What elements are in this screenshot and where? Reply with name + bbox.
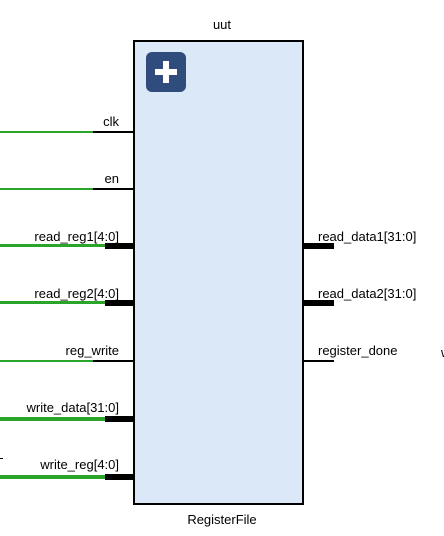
output-port-label: read_data1[31:0]: [318, 229, 417, 244]
input-wire-reg-write: [0, 360, 93, 362]
input-wire-write-reg: [0, 475, 105, 479]
input-pin-reg-write[interactable]: [93, 360, 133, 362]
instance-name: uut: [212, 17, 232, 32]
input-port-label: write_data[31:0]: [26, 400, 119, 415]
input-wire-read-reg1: [0, 244, 105, 247]
input-port-label: clk: [103, 114, 119, 129]
input-pin-write-reg[interactable]: [105, 474, 133, 480]
wire-fragment: [0, 458, 3, 459]
input-port-label: read_reg1[4:0]: [34, 229, 119, 244]
input-port-label: read_reg2[4:0]: [34, 286, 119, 301]
input-pin-en[interactable]: [93, 188, 133, 190]
input-wire-write-data: [0, 417, 105, 421]
edge-fragment-label: w: [441, 345, 444, 360]
input-pin-read-reg2[interactable]: [105, 300, 133, 306]
input-pin-write-data[interactable]: [105, 416, 133, 422]
module-block[interactable]: [133, 40, 304, 505]
input-pin-clk[interactable]: [93, 131, 133, 133]
input-port-label: reg_write: [65, 343, 119, 358]
expand-button[interactable]: [146, 52, 186, 92]
output-pin-register-done[interactable]: [304, 360, 334, 362]
output-pin-read-data1[interactable]: [304, 243, 334, 249]
output-pin-read-data2[interactable]: [304, 300, 334, 306]
input-wire-en: [0, 188, 93, 190]
module-name: RegisterFile: [187, 512, 257, 527]
plus-icon: [155, 61, 177, 83]
input-port-label: write_reg[4:0]: [40, 457, 119, 472]
output-port-label: read_data2[31:0]: [318, 286, 417, 301]
input-wire-clk: [0, 131, 93, 133]
output-port-label: register_done: [318, 343, 398, 358]
input-wire-read-reg2: [0, 301, 105, 304]
input-pin-read-reg1[interactable]: [105, 243, 133, 249]
input-port-label: en: [104, 171, 119, 186]
